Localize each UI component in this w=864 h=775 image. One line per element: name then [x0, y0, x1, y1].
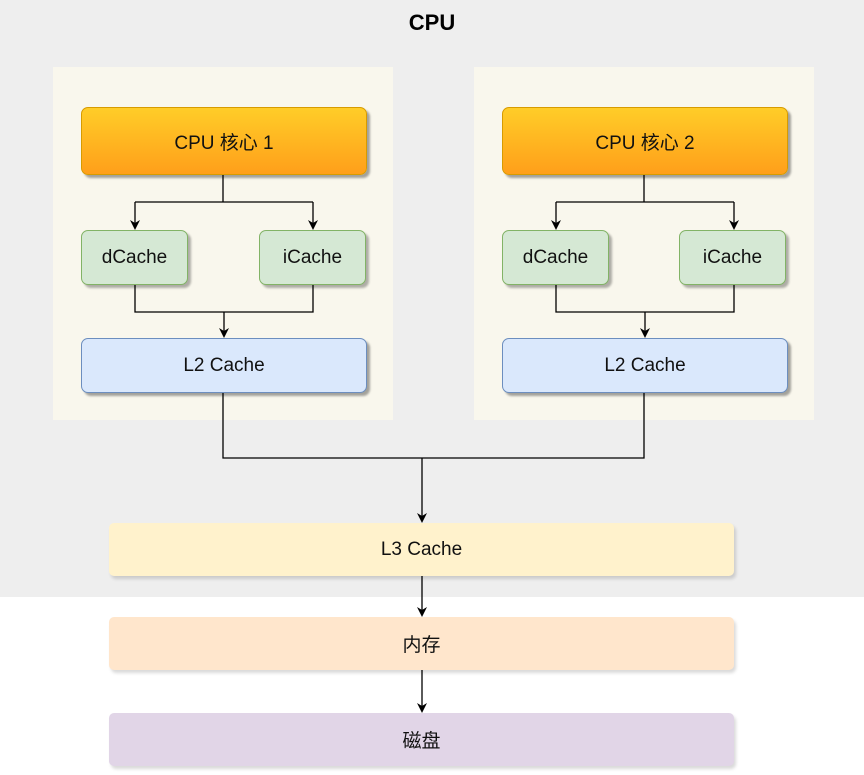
cpu-core-1: CPU 核心 1 [81, 107, 367, 175]
icache-core-2: iCache [679, 230, 786, 285]
l2-cache-core-1: L2 Cache [81, 338, 367, 393]
dcache-core-1: dCache [81, 230, 188, 285]
cpu-core-2: CPU 核心 2 [502, 107, 788, 175]
icache-core-1: iCache [259, 230, 366, 285]
l2-cache-core-2: L2 Cache [502, 338, 788, 393]
cpu-title: CPU [408, 10, 456, 35]
disk: 磁盘 [109, 713, 734, 766]
connector-l2-merge [222, 393, 645, 459]
dcache-core-2: dCache [502, 230, 609, 285]
connector-core2-merge [555, 285, 735, 313]
memory: 内存 [109, 617, 734, 670]
l3-cache: L3 Cache [109, 523, 734, 576]
connector-core1-merge [134, 285, 314, 313]
